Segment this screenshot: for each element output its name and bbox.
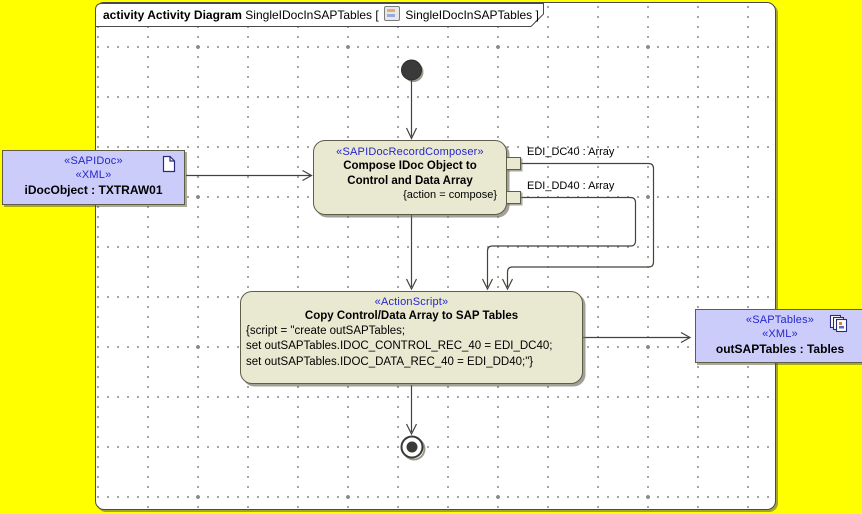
object-name: outSAPTables : Tables <box>715 342 845 356</box>
script-line-2: set outSAPTables.IDOC_CONTROL_REC_40 = E… <box>246 340 553 352</box>
frame-keyword: activity Activity Diagram <box>103 8 242 22</box>
stereotype-xml: «XML» <box>75 169 112 181</box>
object-name: iDocObject : TXTRAW01 <box>24 183 163 197</box>
frame-bracket-open: [ <box>375 8 379 22</box>
stereotype-actionscript: «ActionScript» <box>374 296 449 308</box>
copy-icon <box>829 314 848 333</box>
frame-bracket-close: ] <box>535 8 539 22</box>
object-node-idocobject[interactable]: «SAPIDoc» «XML» iDocObject : TXTRAW01 <box>2 150 185 205</box>
frame-diagram-name: SingleIDocInSAPTables <box>245 8 373 22</box>
script-line-1: {script = "create outSAPTables; <box>246 324 406 337</box>
script-line-3: set outSAPTables.IDOC_DATA_REC_40 = EDI_… <box>246 355 534 368</box>
action-node-copy[interactable]: «ActionScript» Copy Control/Data Array t… <box>240 291 583 384</box>
frame-label-tab[interactable]: activity Activity Diagram SingleIDocInSA… <box>95 2 549 27</box>
action-name-line2: Control and Data Array <box>347 174 473 187</box>
output-pin-edi-dc40[interactable] <box>506 157 521 170</box>
action-name: Copy Control/Data Array to SAP Tables <box>304 310 519 322</box>
stereotype-sapidocrecordcomposer: «SAPIDocRecordComposer» <box>336 146 484 158</box>
stereotype-xml: «XML» <box>762 328 798 340</box>
output-pin-edi-dd40[interactable] <box>506 191 521 204</box>
action-name-line1: Compose IDoc Object to <box>343 160 477 172</box>
frame-bracket-ref: SingleIDocInSAPTables <box>405 8 533 22</box>
object-node-outsaptables[interactable]: «SAPTables» «XML» outSAPTables : Tables <box>695 309 862 363</box>
pin-label-edi-dc40[interactable]: EDI_DC40 : Array <box>527 146 615 158</box>
frame-label-text: activity Activity Diagram SingleIDocInSA… <box>103 6 539 22</box>
stereotype-sapidoc: «SAPIDoc» <box>64 155 123 167</box>
pin-label-edi-dd40[interactable]: EDI_DD40 : Array <box>527 180 615 192</box>
action-node-compose[interactable]: «SAPIDocRecordComposer» Compose IDoc Obj… <box>313 140 507 215</box>
frame-tab-shape <box>95 3 544 27</box>
diagram-canvas[interactable] <box>95 2 776 510</box>
document-icon <box>162 155 176 173</box>
action-constraint: {action = compose} <box>403 189 497 201</box>
activity-diagram-icon <box>384 6 401 21</box>
stereotype-saptables: «SAPTables» <box>745 314 815 326</box>
